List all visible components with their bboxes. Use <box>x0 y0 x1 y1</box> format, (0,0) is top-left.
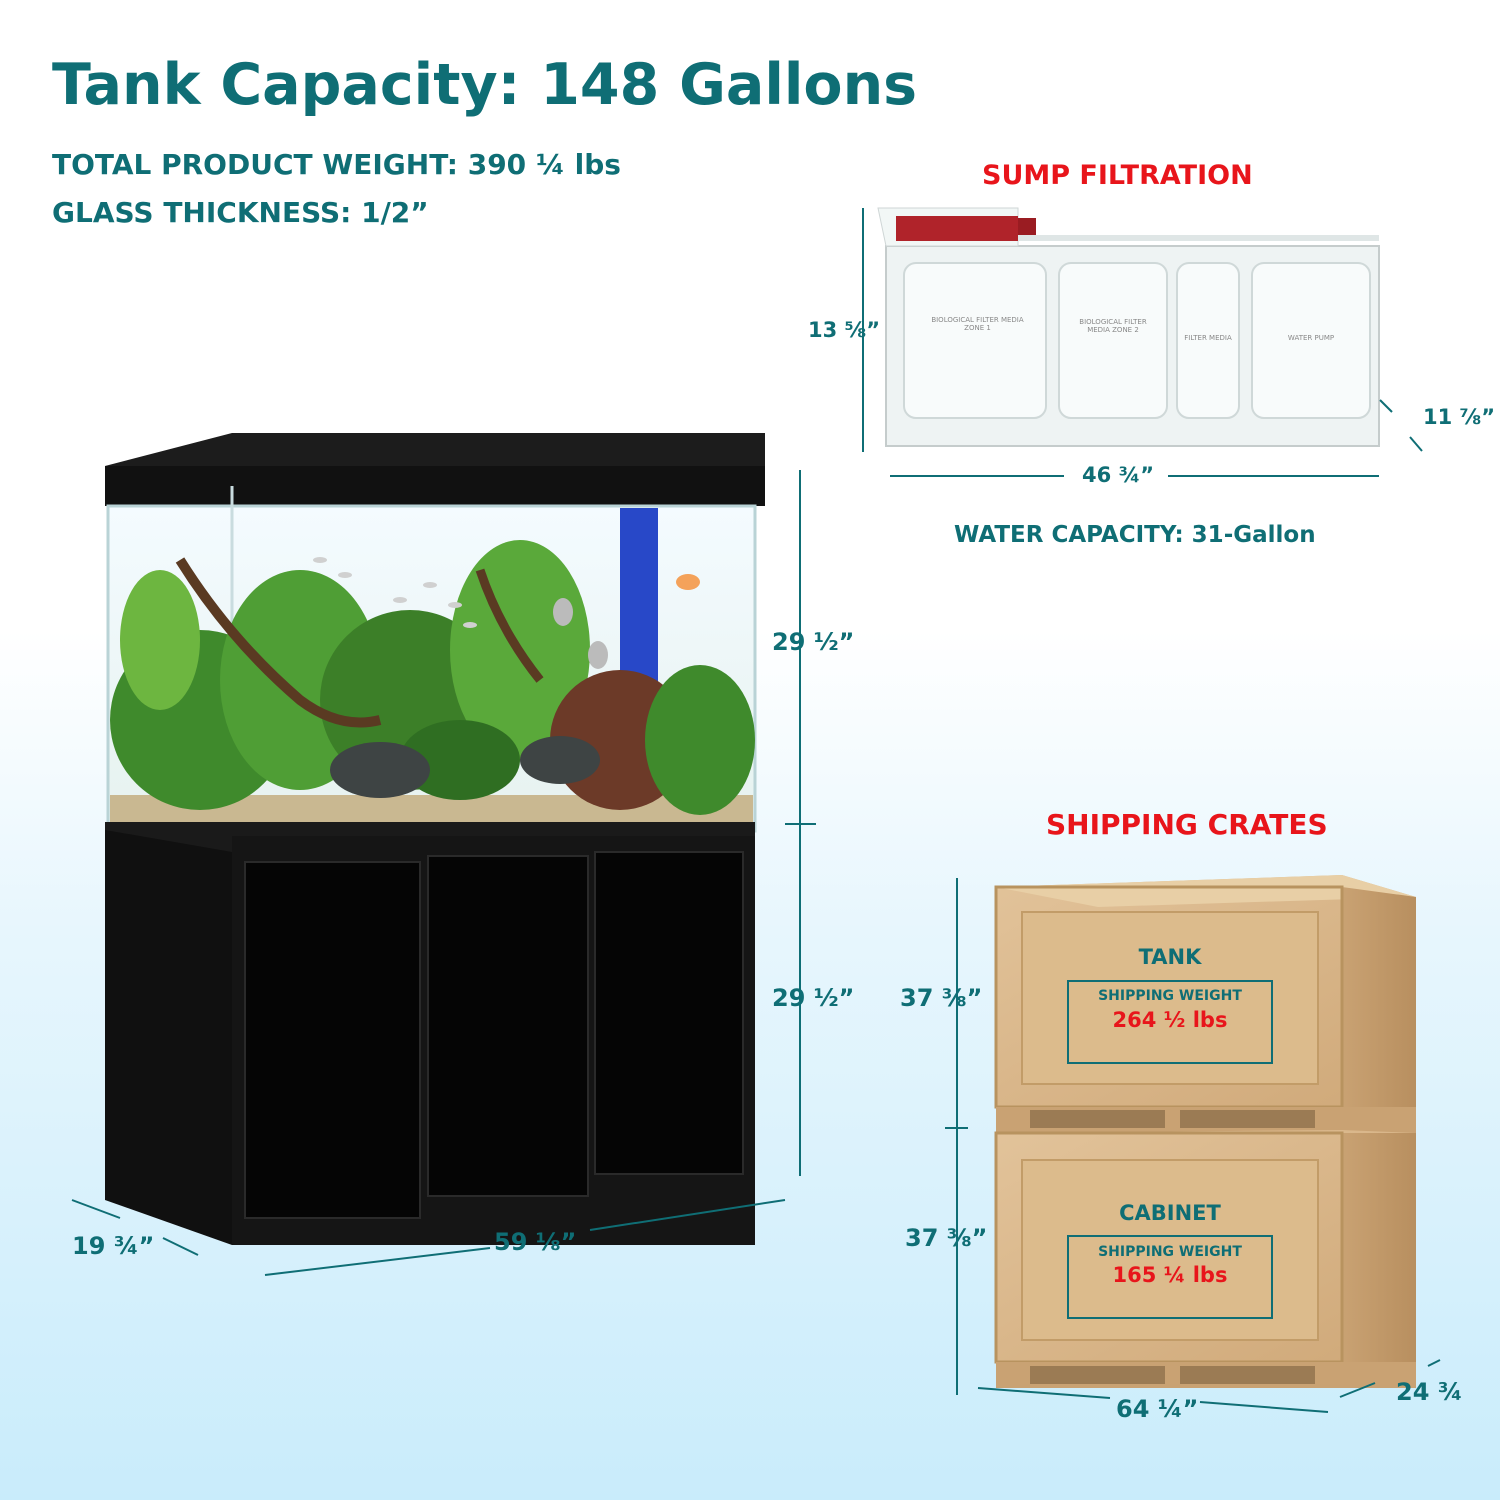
sump-water-capacity: WATER CAPACITY: 31-Gallon <box>954 522 1316 548</box>
aquarium-width-label: 59 ⅛” <box>494 1228 577 1256</box>
sump-chamber-3 <box>1176 262 1240 419</box>
sump-chamber-2 <box>1058 262 1168 419</box>
crate-tank <box>994 875 1416 1133</box>
page-title: Tank Capacity: 148 Gallons <box>52 52 918 118</box>
aquarium-dimension-lines <box>71 470 816 1276</box>
crate-tank-title: TANK <box>1138 945 1202 969</box>
cabinet-door-center <box>427 855 589 1197</box>
crate-cabinet <box>994 1130 1416 1388</box>
rock <box>520 736 600 784</box>
crate-tank-weight-label: SHIPPING WEIGHT <box>1098 988 1242 1004</box>
aquarium-cabinet <box>105 822 755 1245</box>
crate-cabinet-panel <box>1021 1159 1319 1341</box>
sump-zone-2-label: BIOLOGICAL FILTER MEDIA ZONE 2 <box>1079 318 1147 334</box>
glass-thickness-spec: GLASS THICKNESS: 1/2” <box>52 196 429 229</box>
sump-zone-3-label: FILTER MEDIA <box>1184 334 1232 342</box>
crate-cabinet-weight: 165 ¼ lbs <box>1112 1263 1228 1287</box>
crate-tank-weight: 264 ½ lbs <box>1112 1008 1228 1032</box>
crate-cabinet-weight-label: SHIPPING WEIGHT <box>1098 1244 1242 1260</box>
crate-tank-height-label: 37 ⅜” <box>900 984 983 1012</box>
aquarium-tank <box>105 433 765 833</box>
rock <box>330 742 430 798</box>
crate-depth-label: 24 ¾ <box>1396 1378 1463 1406</box>
cabinet-height-label: 29 ½” <box>772 984 855 1012</box>
crate-tank-panel <box>1021 911 1319 1085</box>
sump-chamber-4 <box>1251 262 1371 419</box>
sump-filter-sock <box>896 216 1018 241</box>
tank-lid-front <box>105 466 765 506</box>
crate-cabinet-label-box <box>1067 1235 1273 1319</box>
angelfish <box>553 598 573 626</box>
crate-cabinet-height-label: 37 ⅜” <box>905 1224 988 1252</box>
tank-height-label: 29 ½” <box>772 628 855 656</box>
sump-zone-4-label: WATER PUMP <box>1287 334 1335 342</box>
tank-lid-top <box>105 433 765 466</box>
aquascape-plants <box>110 540 755 815</box>
cabinet-side <box>105 830 232 1245</box>
crate-tank-label-box <box>1067 980 1273 1064</box>
cabinet-door-left <box>244 861 421 1219</box>
sump-filter <box>877 207 1380 447</box>
crates-heading: SHIPPING CRATES <box>1046 808 1328 841</box>
angelfish <box>588 641 608 669</box>
sump-height-label: 13 ⅝” <box>808 318 881 342</box>
sump-zone-1-label: BIOLOGICAL FILTER MEDIA ZONE 1 <box>931 316 1024 332</box>
aquarium-depth-label: 19 ¾” <box>72 1232 155 1260</box>
sump-width-label: 46 ¾” <box>1082 463 1155 487</box>
sump-heading: SUMP FILTRATION <box>982 160 1253 191</box>
crate-cabinet-title: CABINET <box>1119 1201 1221 1225</box>
fish <box>676 574 700 590</box>
crate-width-label: 64 ¼” <box>1116 1395 1199 1423</box>
sump-chamber-1 <box>903 262 1047 419</box>
cabinet-door-right <box>594 851 744 1175</box>
total-weight-spec: TOTAL PRODUCT WEIGHT: 390 ¼ lbs <box>52 148 621 181</box>
crate-dimension-lines <box>945 878 1441 1413</box>
fish-school <box>313 557 477 628</box>
sump-dimension-lines <box>862 208 1423 477</box>
sump-depth-label: 11 ⅞” <box>1423 405 1496 429</box>
